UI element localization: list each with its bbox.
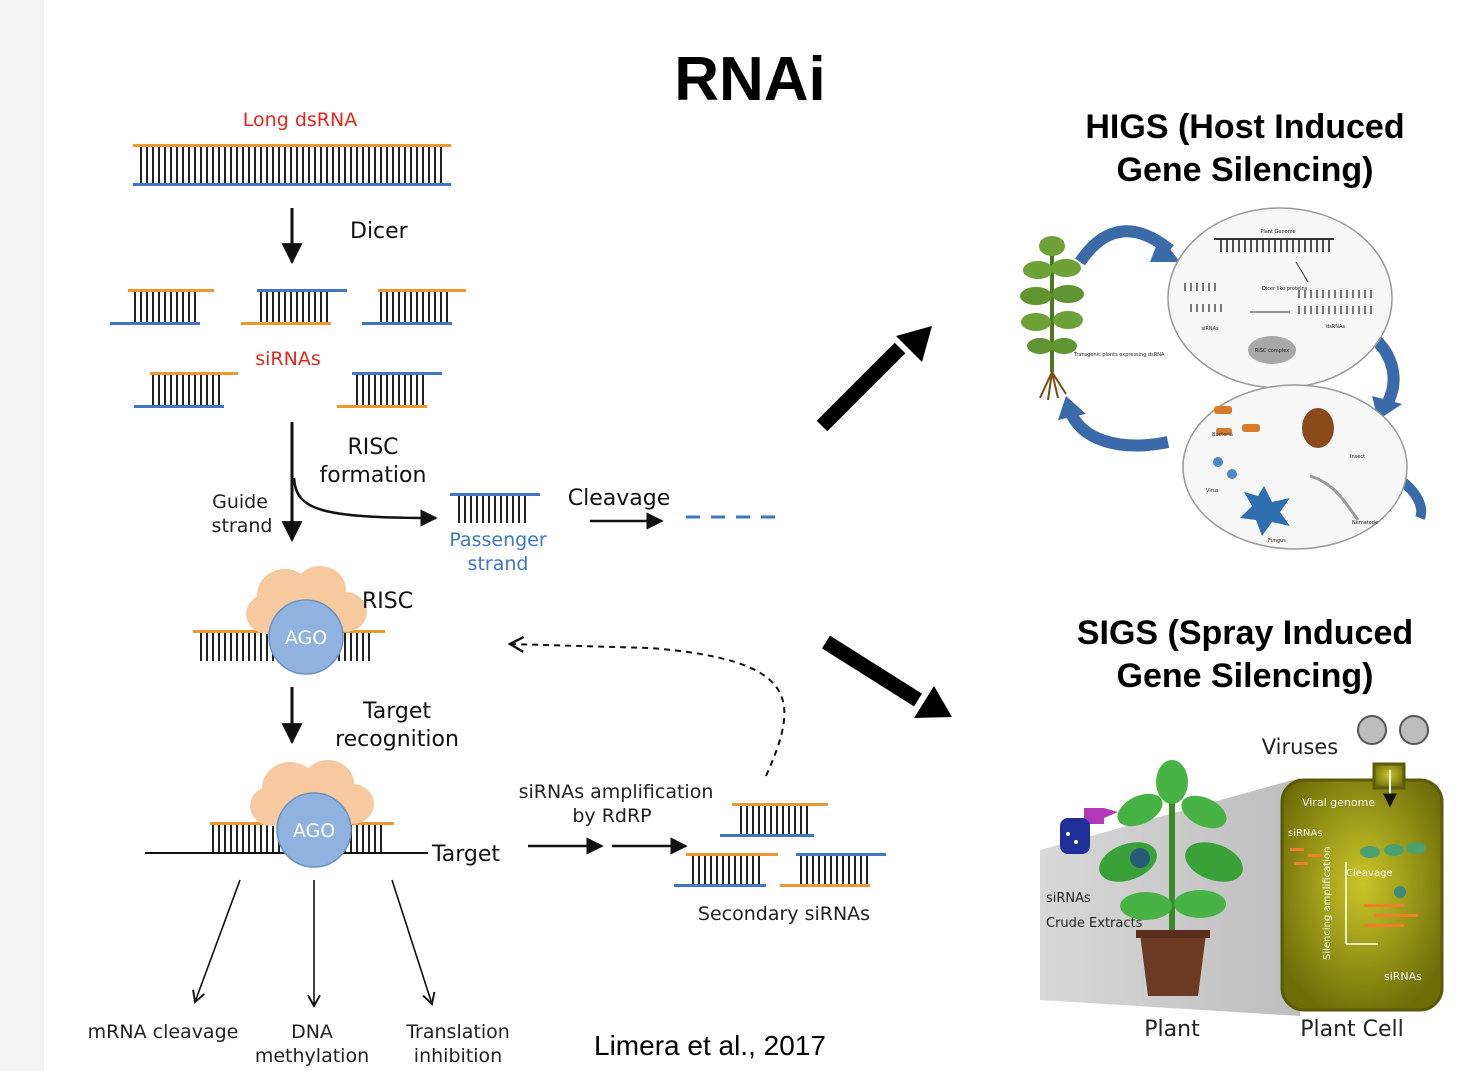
cycle-arrow <box>1064 407 1170 452</box>
higs-title: HIGS (Host Induced Gene Silencing) <box>1045 106 1445 192</box>
flower-pot <box>1140 934 1206 996</box>
potted-plant <box>1099 760 1243 996</box>
cleavage-label: Cleavage <box>568 486 671 511</box>
secondary-sirnas-label: Secondary siRNAs <box>698 903 870 925</box>
bacteria-label: Bacteria <box>1212 432 1233 438</box>
rnai-pathway: Long dsRNA Dicer siRNAs <box>88 109 886 1067</box>
fungus-icon <box>1240 486 1290 536</box>
risc-complex-label: RISC complex <box>1255 348 1289 354</box>
viruses-label: Viruses <box>1262 735 1338 759</box>
cell-sirnas-bottom-label: siRNAs <box>1384 970 1422 983</box>
guide-strand-line-1: Guide <box>212 491 268 513</box>
target-label: Target <box>431 842 500 867</box>
transgenic-label: Transgenic plants expressing dsRNA <box>1073 352 1165 358</box>
spray-bottle-icon <box>1060 808 1118 854</box>
plant-genome-label: Plant Genome <box>1260 229 1295 235</box>
higs-sirnas-label: siRNAs <box>1201 326 1219 332</box>
ago-label: AGO <box>293 820 335 842</box>
passenger-strand-line-1: Passenger <box>449 529 547 551</box>
virus-particle <box>1357 715 1387 745</box>
passenger-branch-arrow <box>292 477 438 527</box>
sigs-title-line-1: SIGS (Spray Induced <box>1076 614 1414 652</box>
secondary-sirna-duplex <box>674 853 778 887</box>
higs-dsrnas-label: dsRNAs <box>1326 324 1345 330</box>
transgenic-plant <box>1020 236 1084 401</box>
higs-title-line-1: HIGS (Host Induced <box>1085 108 1405 146</box>
long-dsrna-label: Long dsRNA <box>243 109 357 131</box>
guide-strand-line-2: strand <box>212 515 273 537</box>
dna-methylation-line-2: methylation <box>255 1045 369 1067</box>
sirna-duplex <box>241 289 347 325</box>
secondary-sirna-duplex <box>780 853 886 887</box>
sirna-duplex <box>337 372 442 408</box>
spray-sirnas-label: siRNAs <box>1046 891 1091 906</box>
sirna-duplex <box>134 372 238 408</box>
ago-protein <box>276 792 352 868</box>
virus-particle <box>1399 715 1429 745</box>
mrna-cleavage-label: mRNA cleavage <box>88 1021 239 1043</box>
plant-cell <box>1280 778 1444 1012</box>
insect-label: Insect <box>1350 454 1365 460</box>
ago-protein <box>268 599 344 675</box>
long-dsrna <box>133 144 451 186</box>
crude-extracts-label: Crude Extracts <box>1046 916 1143 931</box>
amplification-line-2: by RdRP <box>572 805 651 827</box>
risc-label: RISC <box>362 589 413 614</box>
mrna-cleavage-arrow <box>192 879 241 1004</box>
higs-title-line-2: Gene Silencing) <box>1116 151 1374 189</box>
dna-methylation-line-1: DNA <box>291 1021 333 1043</box>
silencing-label: Silencing amplification <box>1322 847 1333 960</box>
sirna-duplex <box>362 289 466 325</box>
passenger-strand-line-2: strand <box>468 553 529 575</box>
nematode-label: Nematode <box>1352 520 1378 526</box>
insect-icon <box>1302 408 1334 448</box>
dicer-like-label: Dicer like proteins <box>1262 286 1308 292</box>
translation-inhibition-line-1: Translation <box>405 1021 510 1043</box>
cell-cleavage-label: Cleavage <box>1346 868 1393 879</box>
risc-complex-blob <box>1248 336 1296 364</box>
sigs-title-line-2: Gene Silencing) <box>1116 657 1374 695</box>
amplification-line-1: siRNAs amplification <box>519 781 714 803</box>
sigs-illustration: Viral genome siRNAs Cleavage Silencing a… <box>1040 715 1444 1042</box>
sigs-pointer-arrow <box>822 635 952 718</box>
virus-icon <box>1213 457 1223 467</box>
cell-sirnas-label: siRNAs <box>1288 828 1322 839</box>
sirnas-label: siRNAs <box>255 348 321 370</box>
target-recognition-line-1: Target <box>362 699 431 724</box>
target-recognition-line-2: recognition <box>335 727 459 752</box>
secondary-sirna-duplex <box>720 803 828 837</box>
nematode-icon <box>1309 474 1360 521</box>
dicer-label: Dicer <box>350 219 409 244</box>
slide-title: RNAi <box>674 45 826 114</box>
plant-label: Plant <box>1144 1017 1200 1042</box>
translation-inhibition-arrow <box>391 879 436 1006</box>
citation: Limera et al., 2017 <box>594 1030 826 1061</box>
fungus-label: Fungus <box>1268 538 1286 544</box>
risc-formation-line-2: formation <box>320 463 427 488</box>
risc-complex: AGO <box>193 566 385 675</box>
sirna-duplex <box>110 289 214 325</box>
plant-cell-label: Plant Cell <box>1300 1017 1404 1042</box>
ago-label: AGO <box>285 627 327 649</box>
higs-pointer-arrow <box>816 326 932 432</box>
passenger-strand <box>450 493 540 523</box>
sigs-title: SIGS (Spray Induced Gene Silencing) <box>1045 612 1445 698</box>
translation-inhibition-line-2: inhibition <box>414 1045 502 1067</box>
virus-label: Virus <box>1206 488 1219 494</box>
left-margin-strip <box>0 0 44 1071</box>
amplification-feedback-arrow <box>507 635 786 777</box>
viral-genome-label: Viral genome <box>1302 796 1375 809</box>
ago-target-complex: AGO <box>145 760 428 868</box>
higs-illustration: Plant Genome Dicer like proteins siRNAs … <box>1020 207 1427 550</box>
risc-formation-line-1: RISC <box>347 435 398 460</box>
